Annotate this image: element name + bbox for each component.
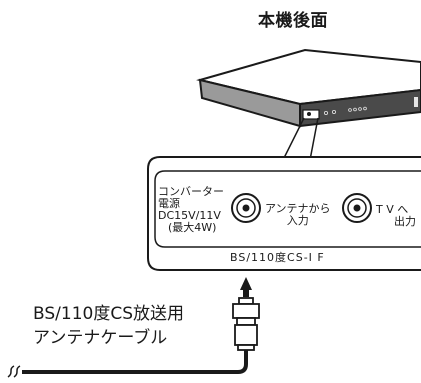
antenna-input-line1: アンテナから [265, 202, 331, 215]
rear-port-7 [414, 97, 418, 107]
converter-label-line1: コンバーター [158, 185, 224, 198]
antenna-input-line2: 入力 [286, 214, 309, 227]
rear-port-1 [323, 111, 328, 116]
converter-label-line2: 電源 [158, 197, 180, 210]
rear-port-6 [363, 106, 367, 111]
rear-jack-dot [307, 112, 311, 116]
converter-power-label: コンバーター 電源 DC15V/11V (最大4W) [158, 186, 224, 234]
tv-output-line1: T V へ [376, 203, 409, 216]
tv-output-label: T V へ 出力 [376, 204, 416, 228]
cable-label: BS/110度CS放送用 アンテナケーブル [33, 302, 184, 350]
connection-arrow [240, 277, 252, 297]
cable-break-mark [7, 365, 21, 378]
cable-label-line2: アンテナケーブル [33, 328, 168, 348]
f-plug [232, 297, 260, 351]
antenna-input-connector [231, 193, 261, 223]
converter-label-line3: DC15V/11V [158, 209, 221, 222]
antenna-cable [22, 350, 248, 374]
device-illustration [196, 48, 421, 128]
rear-panel-callout [147, 156, 421, 271]
rear-jack-highlight [302, 109, 320, 120]
rear-port-4 [353, 107, 357, 112]
tv-output-connector [342, 193, 372, 223]
page-title: 本機後面 [258, 11, 328, 31]
callout-line-right [309, 117, 319, 161]
port-label: BS/110度CS-I F [230, 251, 325, 264]
rear-port-2 [331, 110, 336, 115]
cable-label-line1: BS/110度CS放送用 [33, 304, 184, 324]
tv-output-line2: 出力 [394, 215, 416, 228]
rear-panel-inner [154, 170, 421, 248]
converter-label-line4: (最大4W) [168, 221, 217, 234]
rear-port-5 [358, 107, 362, 111]
rear-port-3 [348, 108, 352, 112]
antenna-input-label: アンテナから 入力 [265, 203, 331, 227]
callout-line-left [282, 117, 305, 161]
